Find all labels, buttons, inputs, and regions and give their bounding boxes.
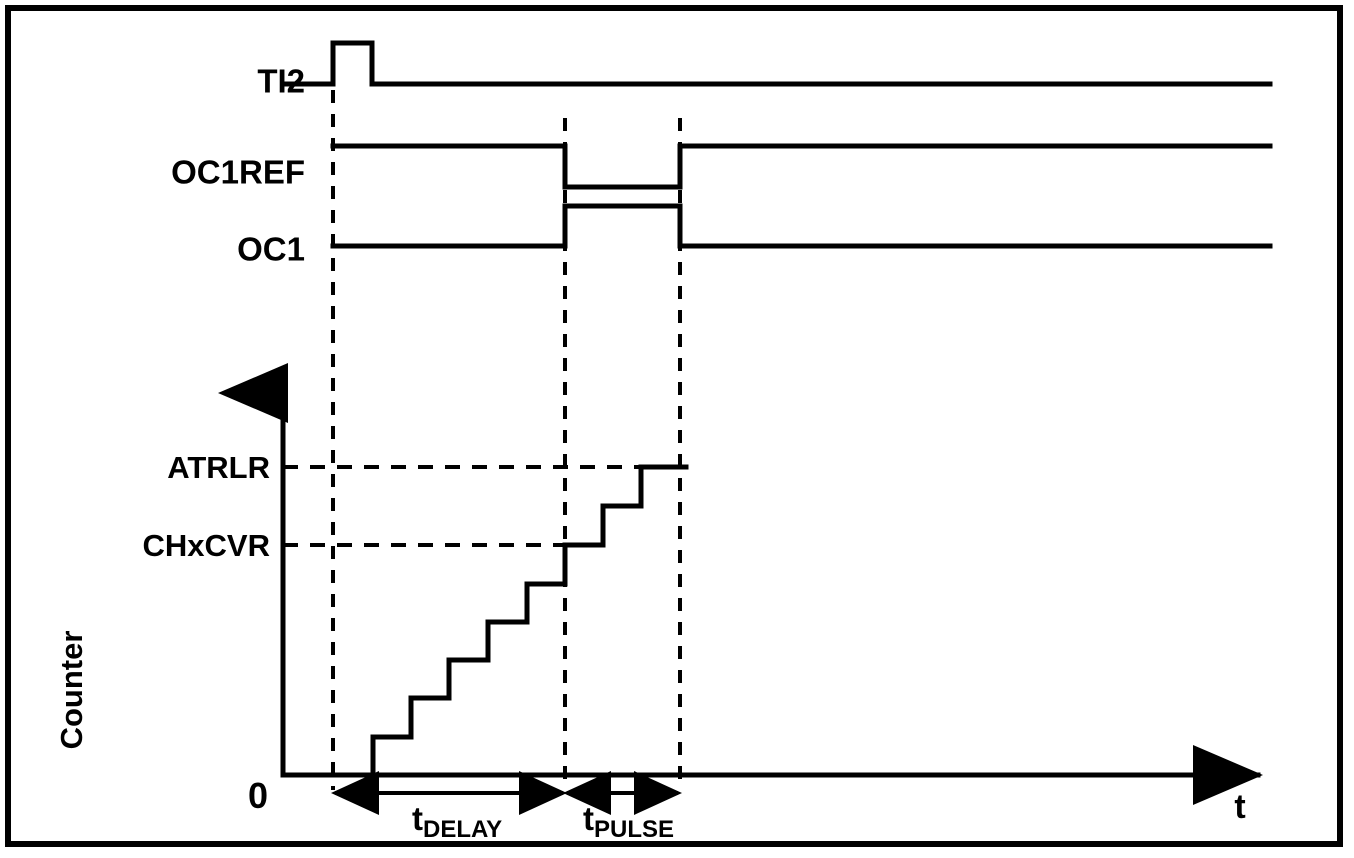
- t-pulse-label-sub: PULSE: [594, 816, 674, 843]
- t-delay-label-main: t: [412, 800, 423, 837]
- time-axis-label: t: [1234, 788, 1245, 826]
- oc1-trace: [330, 203, 1273, 249]
- counter-axis-title: Counter: [54, 631, 89, 750]
- t-pulse-label-main: t: [583, 800, 594, 837]
- figure-border: [5, 5, 1343, 847]
- event-marker-group: [331, 90, 682, 790]
- signal-oc1: OC1: [237, 203, 1273, 268]
- interval-t-pulse: tPULSE: [563, 771, 682, 843]
- oc1-label: OC1: [237, 231, 305, 268]
- counter-staircase: [370, 464, 689, 778]
- t-pulse-label: tPULSE: [583, 800, 674, 843]
- signal-ti2: TI2: [257, 40, 1273, 100]
- interval-t-delay: tDELAY: [331, 771, 567, 843]
- counter-staircase-trace: [370, 464, 689, 778]
- t-delay-label-sub: DELAY: [423, 816, 502, 843]
- ti2-label: TI2: [257, 63, 305, 100]
- t-delay-label: tDELAY: [412, 800, 502, 843]
- level-label-atrlr: ATRLR: [167, 450, 270, 485]
- oc1ref-label: OC1REF: [171, 154, 305, 191]
- ti2-trace: [280, 40, 1273, 87]
- oc1ref-trace: [330, 143, 1273, 190]
- reference-level-group: ATRLR CHxCVR: [143, 450, 686, 563]
- signal-oc1ref: OC1REF: [171, 143, 1273, 191]
- counter-origin-label: 0: [248, 775, 268, 816]
- level-label-chxcvr: CHxCVR: [143, 528, 270, 563]
